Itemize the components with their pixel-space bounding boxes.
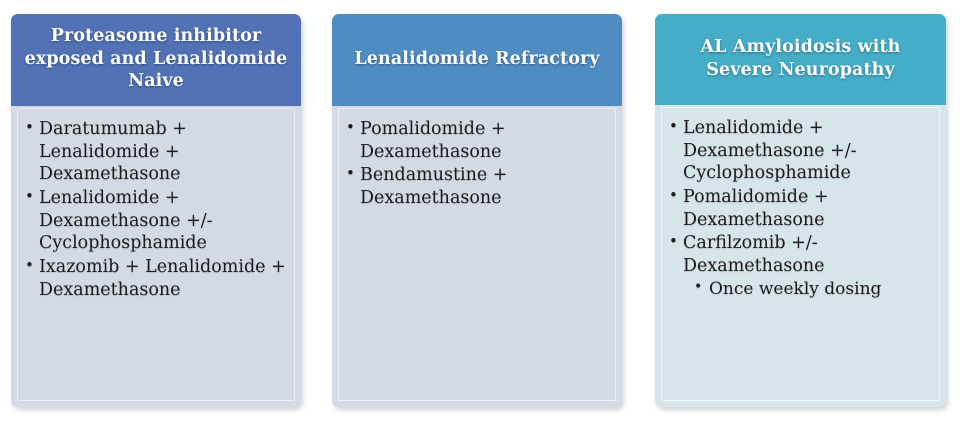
- list-item: Carfilzomib +/- Dexamethasone Once weekl…: [663, 231, 934, 300]
- list-item: Lenalidomide + Dexamethasone +/- Cycloph…: [19, 186, 289, 255]
- list-item: Bendamustine + Dexamethasone: [340, 163, 610, 209]
- treatment-list-1: Daratumumab + Lenalidomide + Dexamethaso…: [19, 117, 289, 301]
- treatment-card-lenalidomide-refractory: Lenalidomide Refractory Pomalidomide + D…: [332, 14, 622, 407]
- card-title-1: Proteasome inhibitor exposed and Lenalid…: [11, 14, 301, 106]
- list-item-label: Lenalidomide + Dexamethasone +/- Cycloph…: [39, 187, 213, 254]
- card-title-2: Lenalidomide Refractory: [332, 14, 622, 106]
- sub-list-item: Once weekly dosing: [691, 277, 934, 300]
- list-item-label: Carfilzomib +/- Dexamethasone: [683, 233, 825, 276]
- list-item-label: Bendamustine + Dexamethasone: [360, 165, 508, 208]
- treatment-list-2: Pomalidomide + Dexamethasone Bendamustin…: [340, 117, 610, 210]
- list-item: Pomalidomide + Dexamethasone: [663, 185, 934, 231]
- list-item: Daratumumab + Lenalidomide + Dexamethaso…: [19, 117, 289, 186]
- list-item: Pomalidomide + Dexamethasone: [340, 117, 610, 163]
- card-body-3: Lenalidomide + Dexamethasone +/- Cycloph…: [655, 105, 946, 407]
- card-body-2: Pomalidomide + Dexamethasone Bendamustin…: [332, 106, 622, 407]
- list-item-label: Lenalidomide + Dexamethasone +/- Cycloph…: [683, 118, 857, 184]
- treatment-list-3: Lenalidomide + Dexamethasone +/- Cycloph…: [663, 116, 934, 300]
- list-item-label: Pomalidomide + Dexamethasone: [683, 186, 829, 230]
- treatment-card-proteasome-inhibitor-exposed: Proteasome inhibitor exposed and Lenalid…: [11, 14, 301, 407]
- card-body-1: Daratumumab + Lenalidomide + Dexamethaso…: [11, 106, 301, 407]
- sub-list-item-label: Once weekly dosing: [709, 278, 882, 299]
- list-item-label: Pomalidomide + Dexamethasone: [360, 119, 506, 162]
- list-item: Lenalidomide + Dexamethasone +/- Cycloph…: [663, 116, 934, 185]
- list-item-label: Ixazomib + Lenalidomide + Dexamethasone: [39, 256, 286, 300]
- card-title-3: AL Amyloidosis with Severe Neuropathy: [655, 14, 946, 105]
- list-item: Ixazomib + Lenalidomide + Dexamethasone: [19, 255, 289, 301]
- treatment-sublist-3: Once weekly dosing: [683, 277, 934, 300]
- list-item-label: Daratumumab + Lenalidomide + Dexamethaso…: [39, 119, 187, 185]
- treatment-card-al-amyloidosis-severe-neuropathy: AL Amyloidosis with Severe Neuropathy Le…: [655, 14, 946, 407]
